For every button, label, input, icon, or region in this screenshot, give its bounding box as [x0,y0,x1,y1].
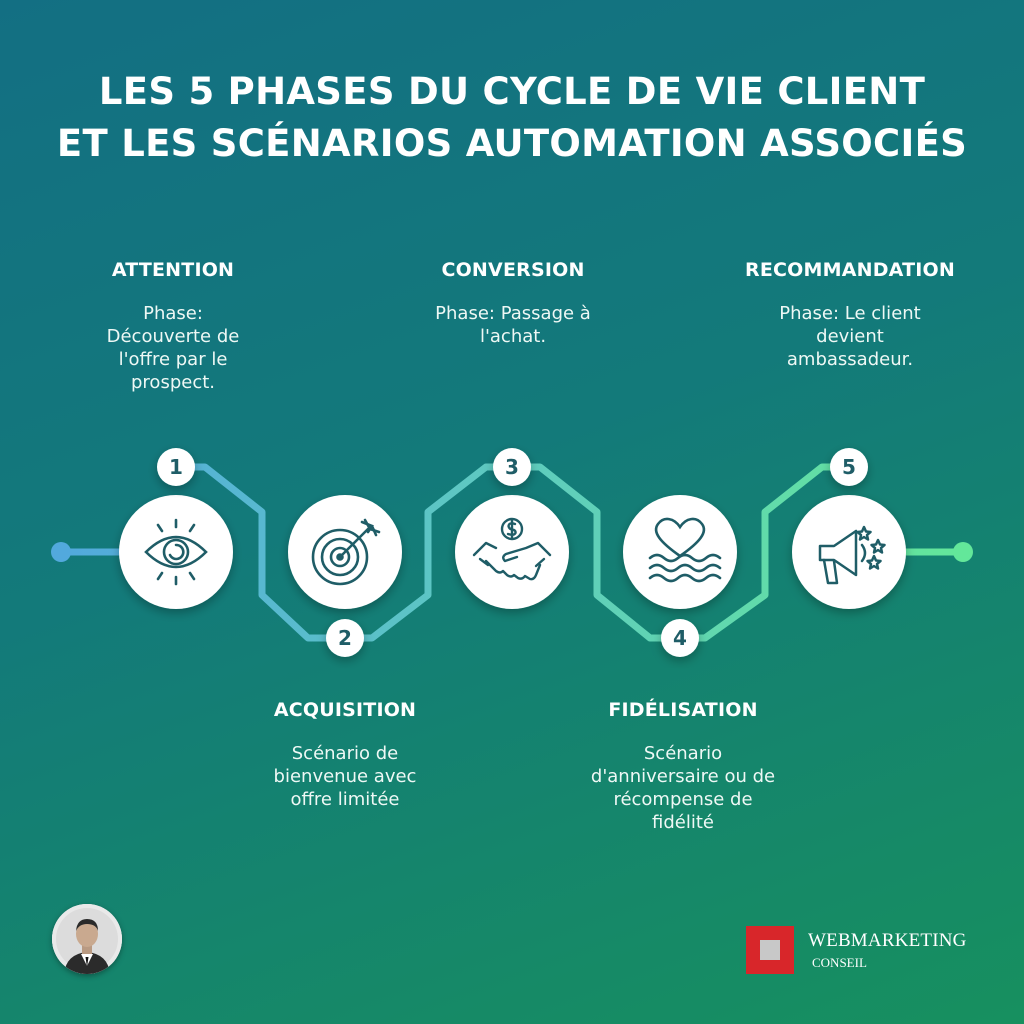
phase-description: Phase: Découverte de l'offre par le pros… [106,303,240,393]
phase-description: Scénario d'anniversaire ou de récompense… [590,743,776,833]
person-portrait-icon [52,904,122,974]
step-4-badge: 4 [661,619,699,657]
step-1-node [119,495,233,609]
page-title: LES 5 PHASES DU CYCLE DE VIE CLIENT ET L… [0,66,1024,170]
phase-description: Phase: Le client devient ambassadeur. [779,303,921,370]
step-number: 5 [842,455,856,479]
step-number: 1 [169,455,183,479]
phase-heading: ACQUISITION [273,699,417,721]
step-4-node [623,495,737,609]
author-avatar-icon [52,904,122,974]
step-number: 4 [673,626,687,650]
step-1-badge: 1 [157,448,195,486]
phase-heading: FIDÉLISATION [608,699,758,721]
target-arrow-icon [311,518,381,586]
phase-description: Scénario de bienvenue avec offre limitée [273,743,417,810]
step-2-node [288,495,402,609]
brand-subtitle: CONSEIL [812,955,867,970]
brand-name: WEBMARKETING [808,930,967,951]
step-2-badge: 2 [326,619,364,657]
phase-acquisition: ACQUISITION Scénario de bienvenue avec o… [225,698,465,811]
phase-heading: CONVERSION [441,259,585,281]
phase-conversion: CONVERSION Phase: Passage à l'achat. [393,258,633,348]
eye-icon [144,518,208,586]
phase-heading: ATTENTION [111,259,235,281]
step-5-badge: 5 [830,448,868,486]
step-3-badge: 3 [493,448,531,486]
phase-description: Phase: Passage à l'achat. [435,303,591,347]
phase-fidelisation: FIDÉLISATION Scénario d'anniversaire ou … [563,698,803,834]
flow-start-dot [51,542,71,562]
megaphone-stars-icon [818,525,886,585]
brand-logo-icon [746,926,794,974]
phase-heading: RECOMMANDATION [744,259,955,281]
heart-waves-icon [648,517,722,583]
flow-end-dot [953,542,973,562]
page-title-line-1: LES 5 PHASES DU CYCLE DE VIE CLIENT [98,70,926,113]
phase-attention: ATTENTION Phase: Découverte de l'offre p… [53,258,293,394]
step-5-node [792,495,906,609]
phase-recommandation: RECOMMANDATION Phase: Le client devient … [730,258,970,371]
step-3-node [455,495,569,609]
page-title-line-2: ET LES SCÉNARIOS AUTOMATION ASSOCIÉS [56,122,968,165]
step-number: 3 [505,455,519,479]
step-number: 2 [338,626,352,650]
handshake-dollar-icon [472,517,552,581]
